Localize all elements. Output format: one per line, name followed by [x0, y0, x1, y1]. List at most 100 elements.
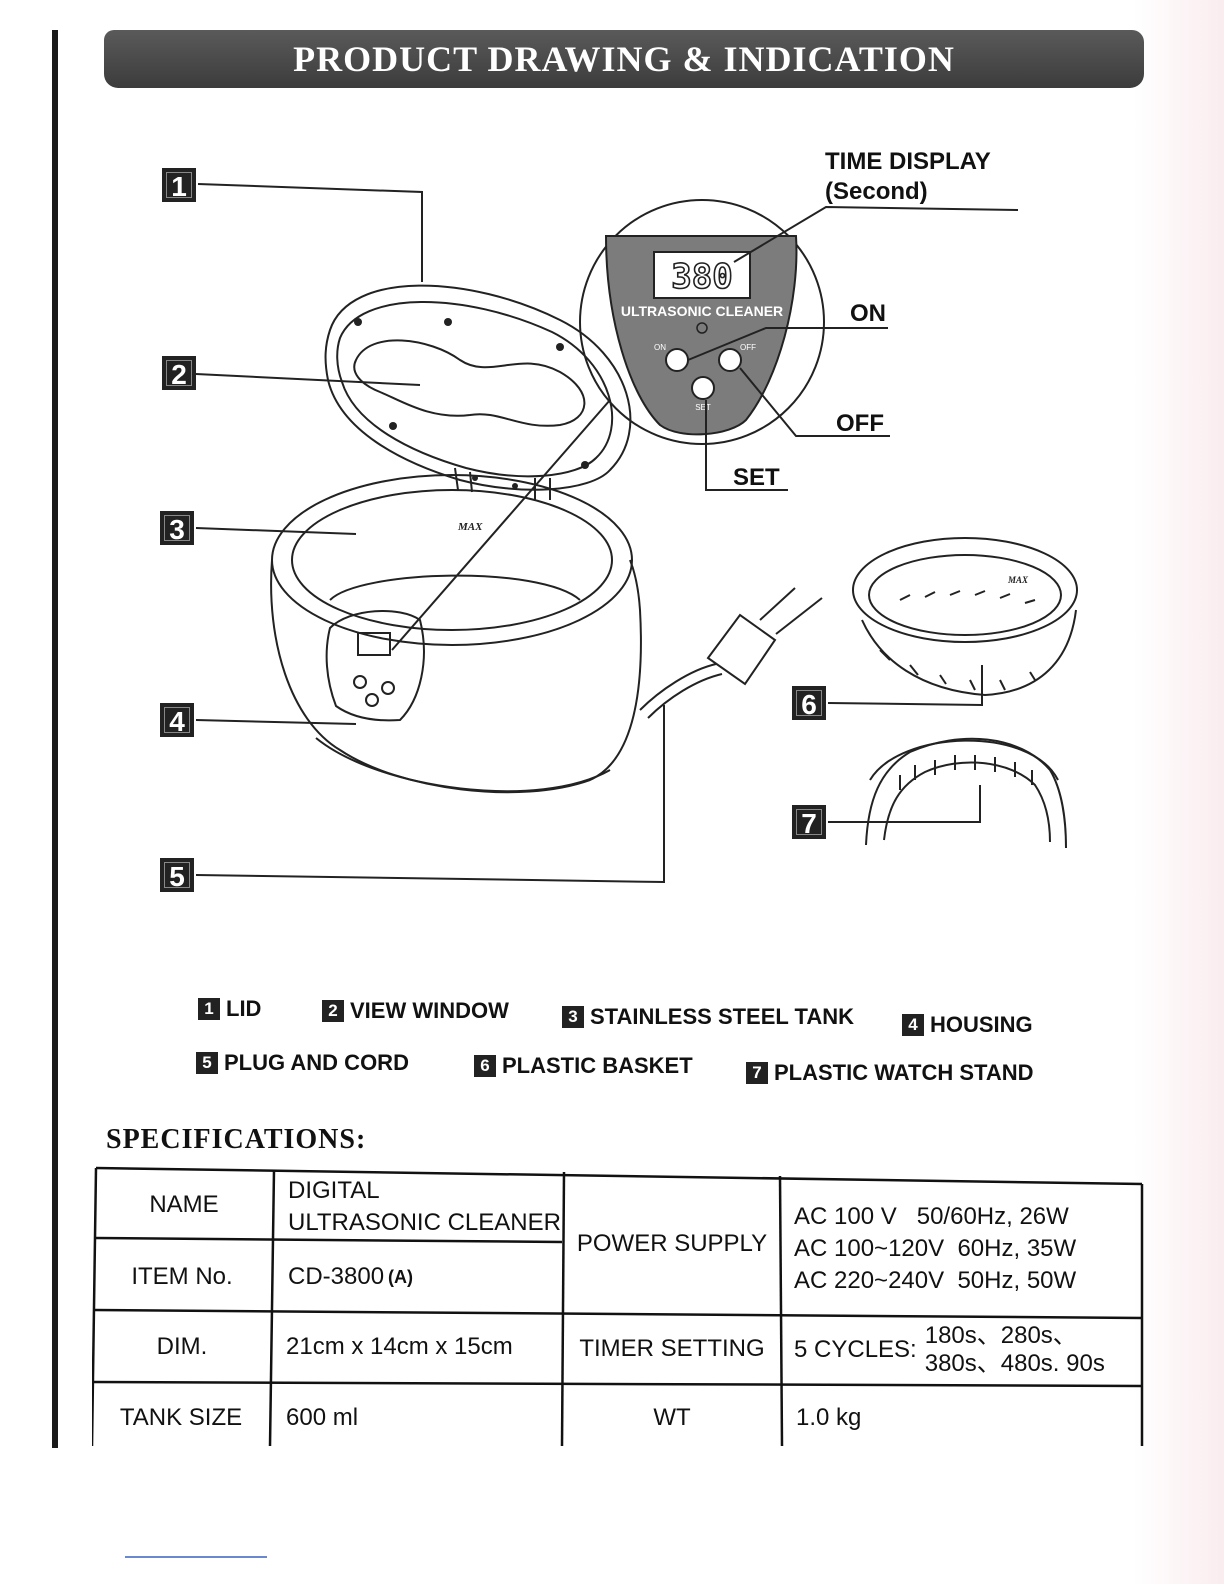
lid-dot	[512, 483, 518, 489]
panel-on-button	[665, 348, 689, 372]
specifications-table: NAME DIGITAL ULTRASONIC CLEANER ITEM No.…	[92, 1166, 1144, 1446]
product-drawing: 380 ULTRASONIC CLEANER ON OFF SET MAX MA…	[195, 183, 1078, 884]
legend-label: HOUSING	[930, 1012, 1033, 1037]
callout-line-on	[687, 327, 888, 361]
legend-label: LID	[226, 996, 262, 1021]
cord-inner	[647, 673, 723, 719]
basket-rim-outer	[852, 537, 1078, 643]
grid-row-2	[93, 1308, 1143, 1320]
marker-6: 6	[792, 686, 826, 720]
grid-col-2	[560, 1171, 566, 1446]
legend-label: PLASTIC WATCH STAND	[774, 1060, 1034, 1085]
panel-set-label: SET	[695, 403, 711, 412]
spec-power-label: POWER SUPPLY	[576, 1230, 768, 1257]
marker-1: 1	[162, 168, 196, 202]
spec-item-suffix: (A)	[388, 1266, 414, 1287]
leader-line-6	[827, 665, 983, 707]
tank-rim-inner	[291, 489, 613, 631]
legend-item-view-window: 2 VIEW WINDOW	[322, 998, 509, 1024]
panel-brand-label: ULTRASONIC CLEANER	[621, 303, 783, 319]
plug-body	[706, 613, 777, 686]
spec-timer-label: TIMER SETTING	[579, 1335, 765, 1362]
callout-off: OFF	[836, 410, 884, 437]
spec-item-number: CD-3800	[288, 1263, 385, 1290]
cord	[639, 663, 717, 711]
callout-time-display-line2: (Second)	[825, 178, 928, 205]
leader-line-4	[195, 719, 357, 725]
leader-line-3	[195, 527, 357, 535]
lid-dot	[472, 475, 478, 481]
lid-dot	[556, 343, 564, 351]
plug-prong-1	[759, 587, 796, 621]
callout-set: SET	[733, 464, 780, 491]
basket-rim-inner	[868, 554, 1062, 636]
legend-number: 7	[746, 1062, 768, 1084]
callout-line-set	[705, 400, 788, 491]
marker-2: 2	[162, 356, 196, 390]
spec-timer-value: 5 CYCLES: 180s、280s、 380s、480s. 90s	[794, 1316, 1138, 1384]
grid-col-3	[778, 1175, 784, 1446]
legend-number: 2	[322, 1000, 344, 1022]
housing-button-b	[381, 681, 395, 695]
spec-tank-value: 600 ml	[286, 1404, 359, 1431]
leader-line-2	[195, 373, 421, 386]
legend-number: 4	[902, 1014, 924, 1036]
grid-row-3	[92, 1380, 1143, 1388]
marker-7: 7	[792, 805, 826, 839]
leader-line-1	[197, 183, 423, 282]
spec-tank-label: TANK SIZE	[119, 1404, 243, 1431]
spec-dim-label: DIM.	[156, 1333, 208, 1360]
zoom-circle	[579, 199, 825, 445]
housing-outline	[270, 559, 642, 794]
basket-bottom-feet	[879, 649, 1036, 691]
grid-col-1	[268, 1169, 276, 1446]
callout-on: ON	[850, 300, 886, 327]
tank-rim-outer	[271, 474, 633, 646]
panel-off-button	[718, 348, 742, 372]
housing-button-c	[365, 693, 379, 707]
lid-dot	[444, 318, 452, 326]
spec-name-value-line2: ULTRASONIC CLEANER	[288, 1209, 561, 1236]
watch-stand-inner	[883, 761, 1051, 843]
bottom-underline	[125, 1556, 267, 1558]
panel-display-digits: 380	[671, 257, 732, 297]
page-title: PRODUCT DRAWING & INDICATION	[293, 39, 955, 79]
legend-label: PLUG AND CORD	[224, 1050, 409, 1075]
panel-set-button	[691, 376, 715, 400]
legend-item-lid: 1 LID	[198, 996, 261, 1022]
spec-timer-line1: 180s、280s、	[924, 1322, 1077, 1349]
legend-number: 1	[198, 998, 220, 1020]
specifications-grid	[92, 1166, 1144, 1446]
callout-line-off	[739, 367, 890, 437]
tank-max-label: MAX	[457, 521, 483, 533]
legend-label: STAINLESS STEEL TANK	[590, 1004, 855, 1029]
spec-power-values: AC 100 V 50/60Hz, 26W AC 100~120V 60Hz, …	[794, 1194, 1134, 1304]
tank-inner-wall	[329, 574, 581, 601]
lid-dot	[389, 422, 397, 430]
spec-name-value-line1: DIGITAL	[288, 1177, 380, 1204]
watch-stand-outer	[865, 737, 1067, 849]
lid-outline	[324, 284, 632, 491]
grid-top	[95, 1166, 1143, 1186]
callout-line-time-display	[733, 205, 1019, 263]
housing-base	[315, 737, 611, 793]
legend-item-housing: 4 HOUSING	[902, 1012, 1033, 1038]
leader-line-5	[195, 705, 665, 884]
housing-display	[357, 632, 391, 656]
spec-power-value-2: AC 100~120V 60Hz, 35W	[794, 1235, 1077, 1262]
panel-off-label: OFF	[740, 343, 756, 352]
spec-item-value: CD-3800 (A)	[288, 1242, 558, 1312]
housing-front-panel	[325, 610, 425, 722]
spec-name-label: NAME	[149, 1191, 219, 1218]
zoom-link-line	[391, 399, 611, 651]
view-window-shape	[353, 339, 586, 427]
spec-timer-cycles: 180s、280s、 380s、480s. 90s	[925, 1322, 1105, 1378]
page-left-edge	[52, 30, 58, 1448]
panel-indicator-led	[696, 322, 708, 334]
legend-item-tank: 3 STAINLESS STEEL TANK	[562, 1004, 854, 1030]
spec-timer-prefix: 5 CYCLES:	[794, 1336, 917, 1363]
title-banner: PRODUCT DRAWING & INDICATION	[104, 30, 1144, 88]
callout-time-display: TIME DISPLAY (Second)	[825, 147, 991, 207]
marker-5: 5	[160, 858, 194, 892]
legend-number: 6	[474, 1055, 496, 1077]
